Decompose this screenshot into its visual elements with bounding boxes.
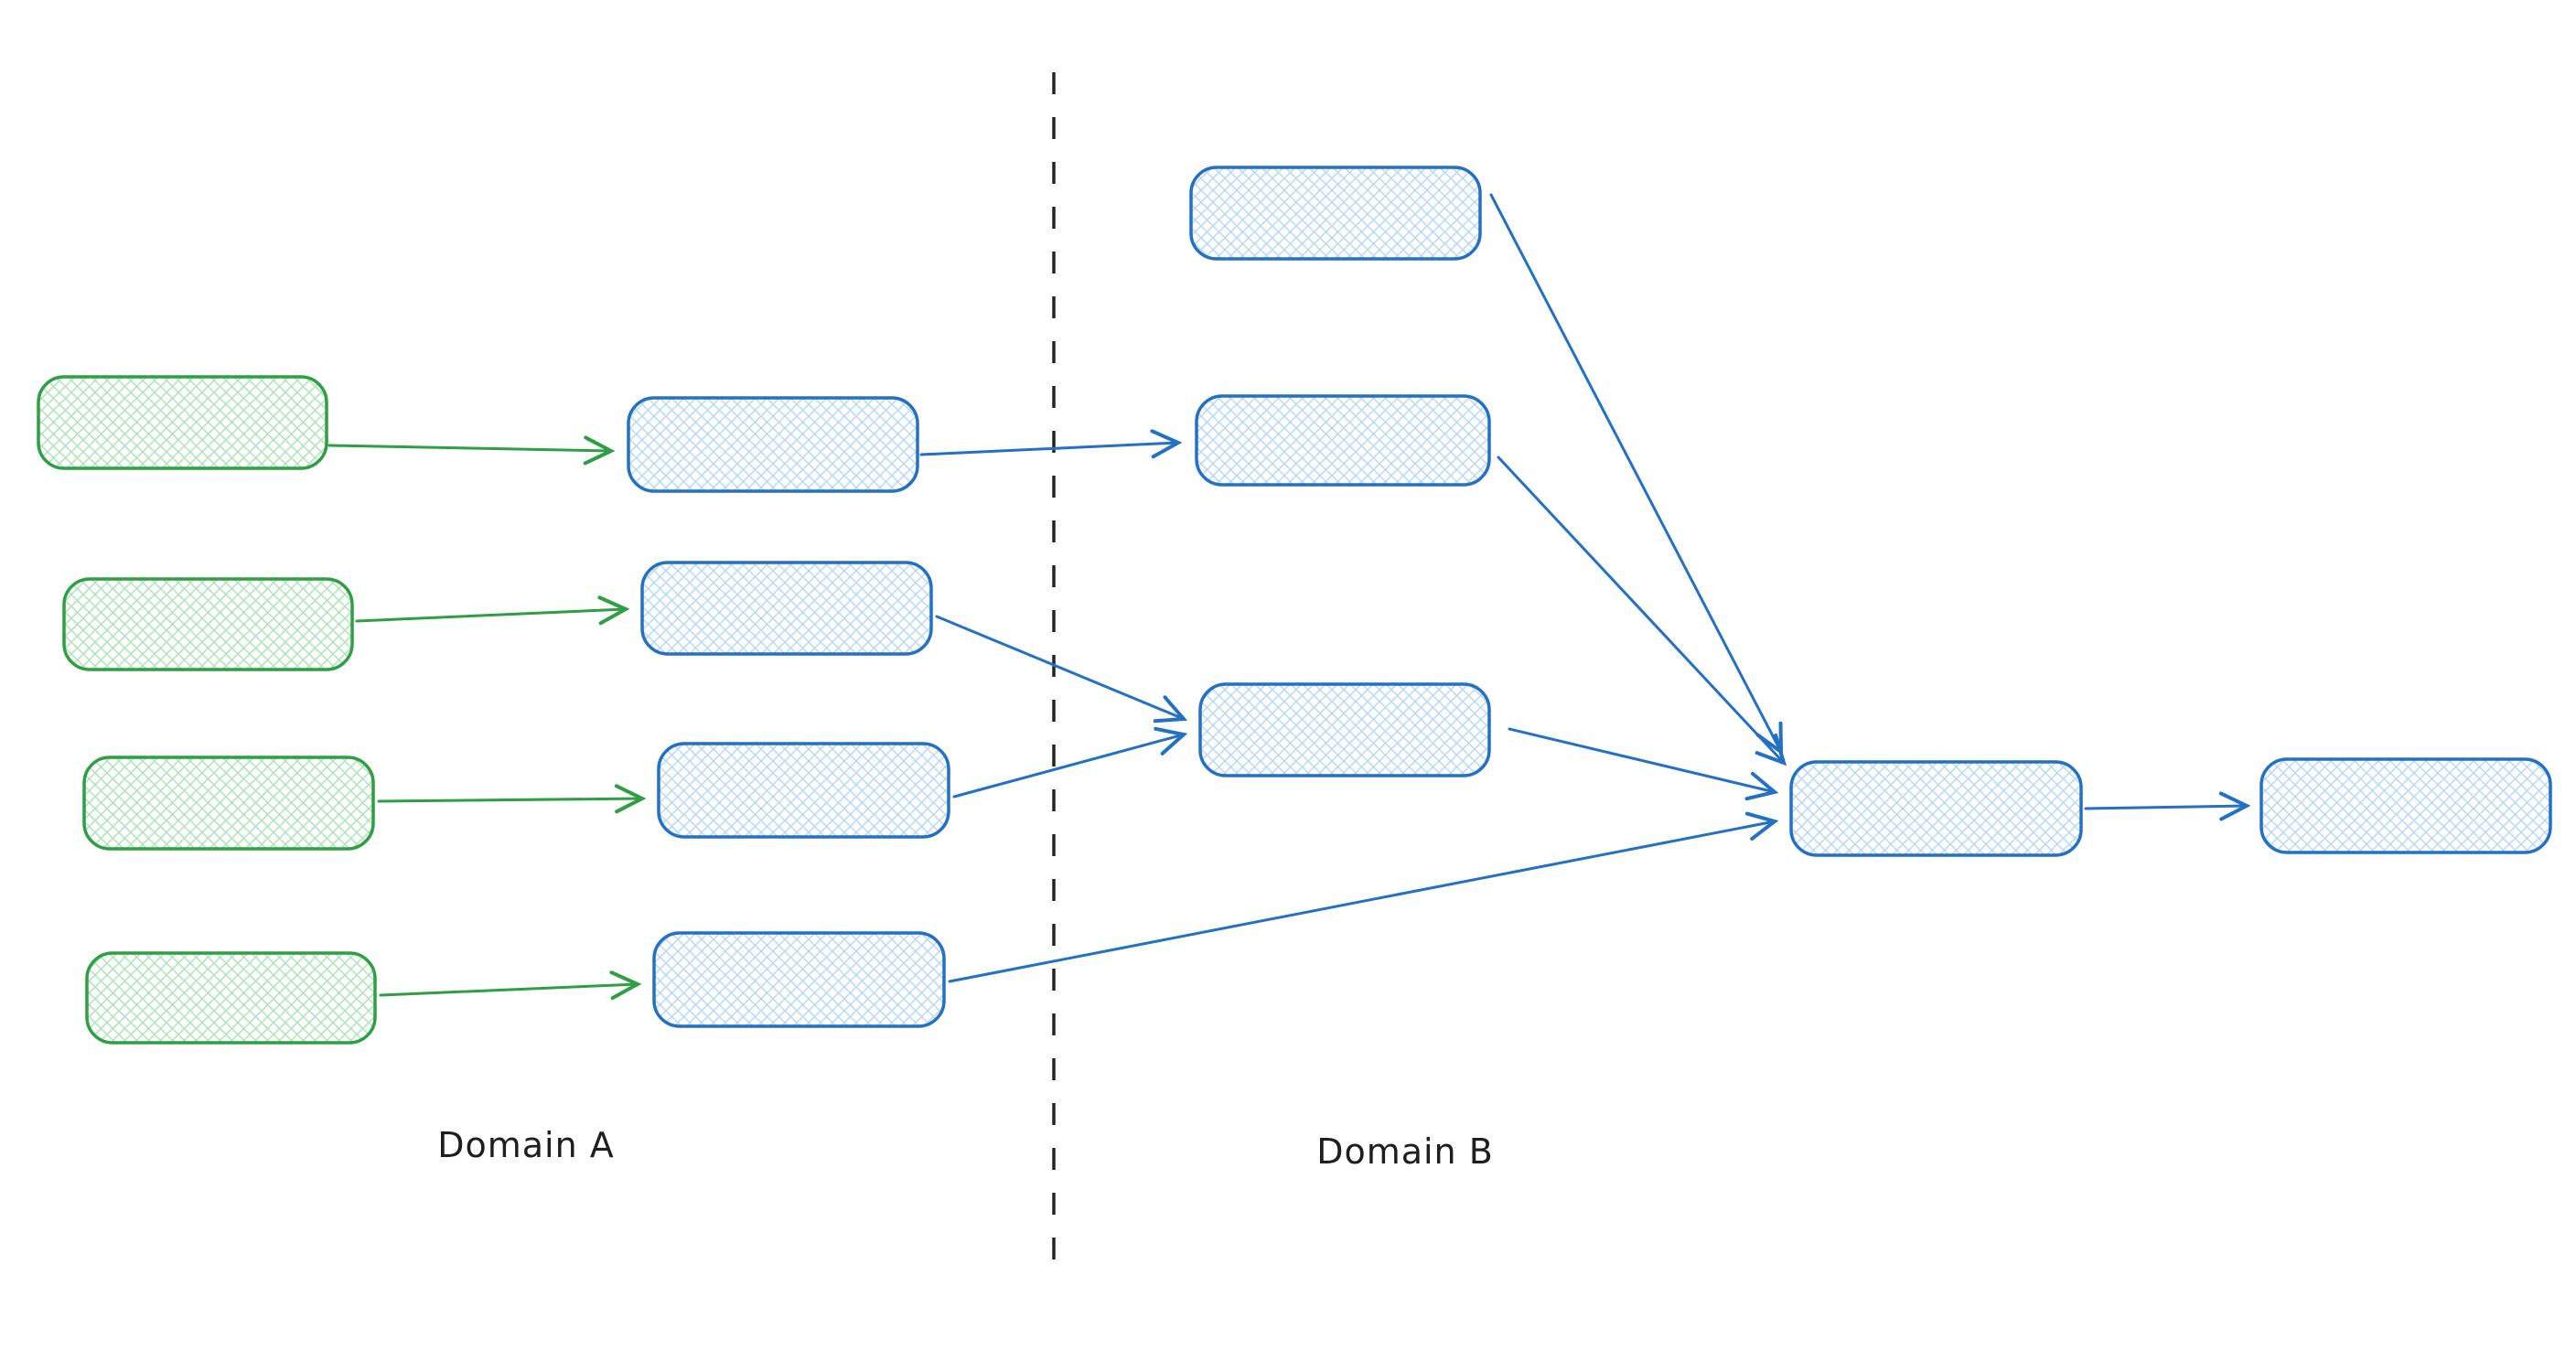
node-blue-a4	[652, 931, 946, 1028]
node-blue-b-center	[1198, 682, 1491, 777]
node-blue-output	[2259, 757, 2552, 854]
node-green-1	[37, 375, 328, 470]
edge-green-3-to-blue-a3	[377, 784, 647, 814]
node-blue-a2	[640, 561, 933, 656]
edge-blue-b-mid-to-blue-converge	[1497, 456, 1787, 766]
edge-blue-a3-to-blue-b-center	[952, 726, 1188, 799]
domain-a-label: Domain A	[437, 1125, 615, 1165]
edge-blue-converge-to-blue-output	[2084, 791, 2251, 821]
node-blue-b-top	[1189, 166, 1482, 261]
node-blue-a3	[657, 742, 950, 839]
node-blue-converge	[1789, 760, 2083, 857]
edge-blue-b-center-to-blue-converge	[1508, 727, 1779, 801]
node-green-4	[85, 951, 377, 1045]
node-green-2	[62, 577, 354, 671]
node-blue-a1	[627, 396, 919, 493]
edge-blue-a1-to-blue-b-mid	[919, 429, 1183, 459]
node-green-3	[82, 756, 375, 851]
edge-green-2-to-blue-a2	[355, 595, 630, 626]
domain-b-label: Domain B	[1316, 1131, 1494, 1172]
edge-green-4-to-blue-a4	[379, 970, 642, 1001]
node-blue-b-mid	[1195, 394, 1491, 487]
edge-green-1-to-blue-a1	[327, 435, 616, 466]
edge-blue-b-top-to-blue-converge	[1489, 193, 1784, 756]
edge-blue-a2-to-blue-b-center	[935, 615, 1188, 724]
edge-blue-a4-to-blue-converge	[948, 811, 1779, 983]
